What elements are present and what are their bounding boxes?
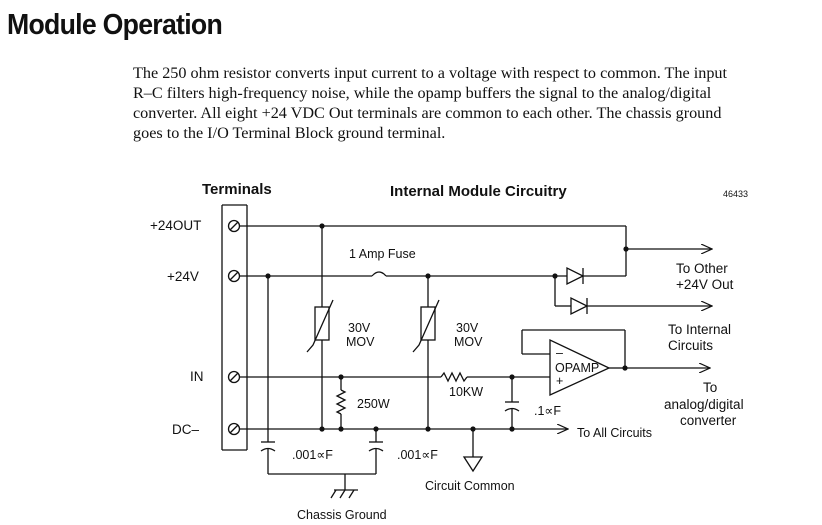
description-line: R–C filters high-frequency noise, while … (133, 84, 712, 102)
opamp (521, 329, 710, 397)
to-adc-label: To (703, 380, 717, 395)
terminal-screw (227, 370, 241, 384)
opamp-plus: + (556, 374, 563, 388)
opamp-label: OPAMP (555, 361, 599, 375)
wire-24v (240, 271, 571, 307)
to-adc-label: analog/digital (664, 397, 744, 412)
description-line: converter. All eight +24 VDC Out termina… (133, 104, 722, 122)
description-line: goes to the I/O Terminal Block ground te… (133, 124, 446, 142)
page-title: Module Operation (7, 9, 223, 41)
to-all-circuits-label: To All Circuits (577, 426, 652, 440)
terminal-screw (227, 422, 241, 436)
terminal-label-24out: +24OUT (150, 218, 201, 233)
terminal-label-dc: DC– (172, 422, 199, 437)
opamp-minus: – (556, 346, 563, 360)
junction-dots (265, 223, 629, 432)
capacitor-chassis-left-label: .001∝F (292, 448, 333, 462)
chassis-ground-label: Chassis Ground (297, 508, 387, 522)
description-paragraph: The 250 ohm resistor converts input curr… (133, 63, 813, 143)
terminals-heading: Terminals (202, 181, 272, 198)
resistor-10k-label: 10KW (449, 385, 483, 399)
terminal-block (221, 204, 248, 451)
terminal-label-24v: +24V (167, 269, 199, 284)
to-other-24v-label: To Other (676, 261, 728, 276)
chassis-ground-icon (268, 473, 376, 499)
fuse-label: 1 Amp Fuse (349, 247, 416, 261)
capacitor-chassis-left (260, 441, 276, 474)
resistor-250 (335, 377, 347, 429)
capacitor-filter-label: .1∝F (534, 404, 561, 418)
mov-right (412, 299, 440, 429)
diode-top (566, 266, 626, 286)
internal-circuitry-heading: Internal Module Circuitry (390, 183, 567, 200)
capacitor-filter (504, 377, 520, 429)
wire-24out (240, 225, 712, 276)
description-line: The 250 ohm resistor converts input curr… (133, 64, 728, 82)
terminal-screw (227, 219, 241, 233)
mov-right-label: MOV (454, 335, 483, 349)
to-internal-circuits-label: Circuits (668, 338, 713, 353)
to-internal-circuits-label: To Internal (668, 322, 731, 337)
mov-left-label: MOV (346, 335, 375, 349)
mov-left (306, 299, 334, 429)
resistor-250-label: 250W (357, 397, 390, 411)
figure-number: 46433 (723, 189, 748, 199)
terminal-screw (227, 269, 241, 283)
to-adc-label: converter (680, 413, 737, 428)
wire-in (240, 371, 550, 383)
mov-right-label: 30V (456, 321, 479, 335)
terminal-label-in: IN (190, 369, 204, 384)
capacitor-chassis-right-label: .001∝F (397, 448, 438, 462)
to-other-24v-label: +24V Out (676, 277, 734, 292)
mov-left-label: 30V (348, 321, 371, 335)
circuit-common-label: Circuit Common (425, 479, 515, 493)
capacitor-chassis-right (368, 429, 384, 474)
diode-bottom (570, 296, 712, 316)
